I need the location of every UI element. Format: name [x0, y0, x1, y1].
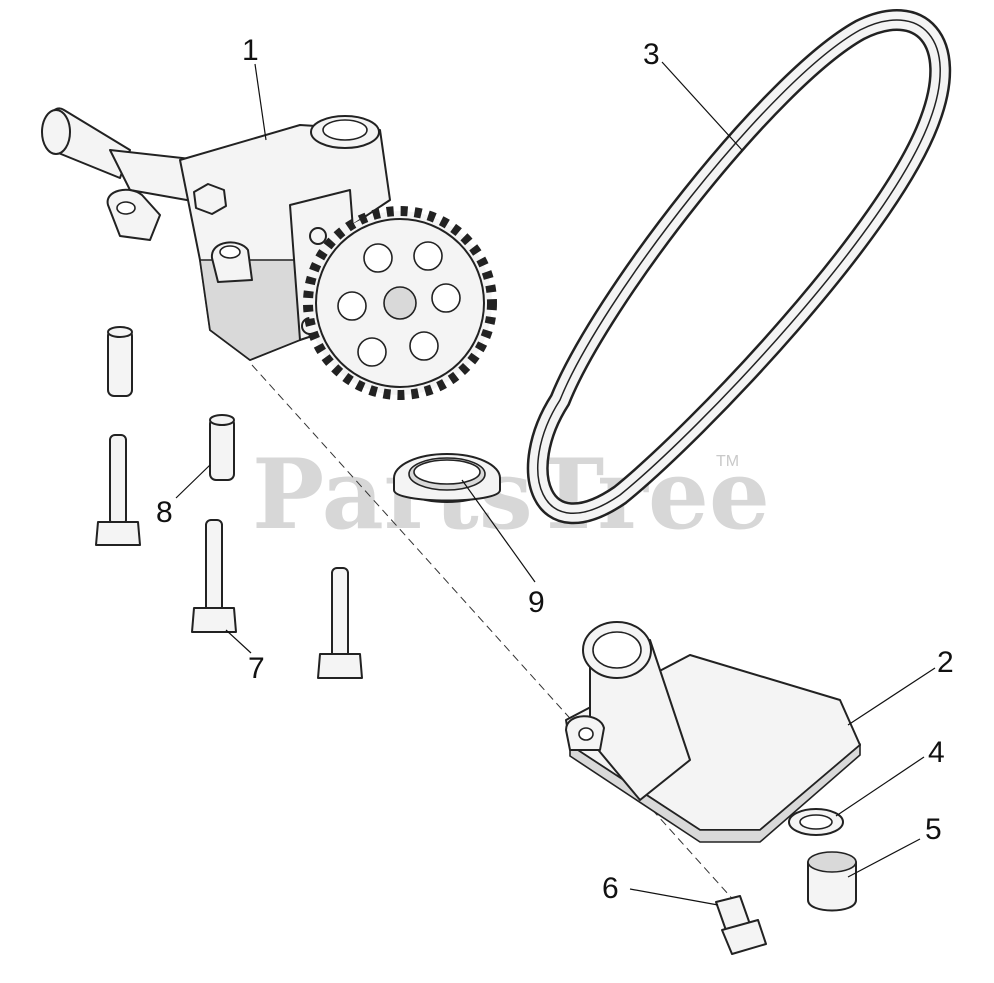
- part-5-drain-plug: [807, 851, 857, 912]
- leader-5: [847, 838, 921, 878]
- leader-7: [225, 629, 252, 654]
- pump-drive-gear: [303, 206, 497, 400]
- watermark-text: PartsTree: [252, 438, 770, 551]
- leader-1: [254, 63, 267, 141]
- callout-6: 6: [602, 872, 619, 905]
- callout-4: 4: [928, 736, 945, 769]
- part-1-oil-pump: [41, 107, 391, 361]
- callout-5: 5: [925, 813, 942, 846]
- watermark: PartsTree TM: [252, 438, 770, 551]
- leader-8: [175, 464, 211, 499]
- callout-7: 7: [248, 652, 265, 685]
- part-9-seal-ring: [393, 453, 501, 503]
- callout-3: 3: [643, 38, 660, 71]
- callout-labels: 1 2 3 4 5 6 7 8 9: [156, 34, 954, 905]
- leader-9: [461, 479, 536, 583]
- part-8-dowel-pins: [107, 326, 235, 481]
- part-2-oil-pickup: [565, 621, 861, 843]
- callout-8: 8: [156, 496, 173, 529]
- part-4-washer: [788, 808, 844, 836]
- watermark-trademark: TM: [716, 453, 739, 470]
- leader-3: [661, 61, 743, 151]
- leader-lines: [175, 61, 936, 906]
- leader-4: [835, 756, 925, 817]
- part-7-bolts: [95, 434, 363, 679]
- callout-9: 9: [528, 586, 545, 619]
- callout-1: 1: [242, 34, 259, 67]
- leader-2: [847, 667, 936, 726]
- assembly-axis-line: [251, 364, 739, 906]
- part-6-bolt: [715, 895, 767, 955]
- part-3-belt: [526, 9, 952, 525]
- callout-2: 2: [937, 646, 954, 679]
- leader-6: [629, 888, 719, 906]
